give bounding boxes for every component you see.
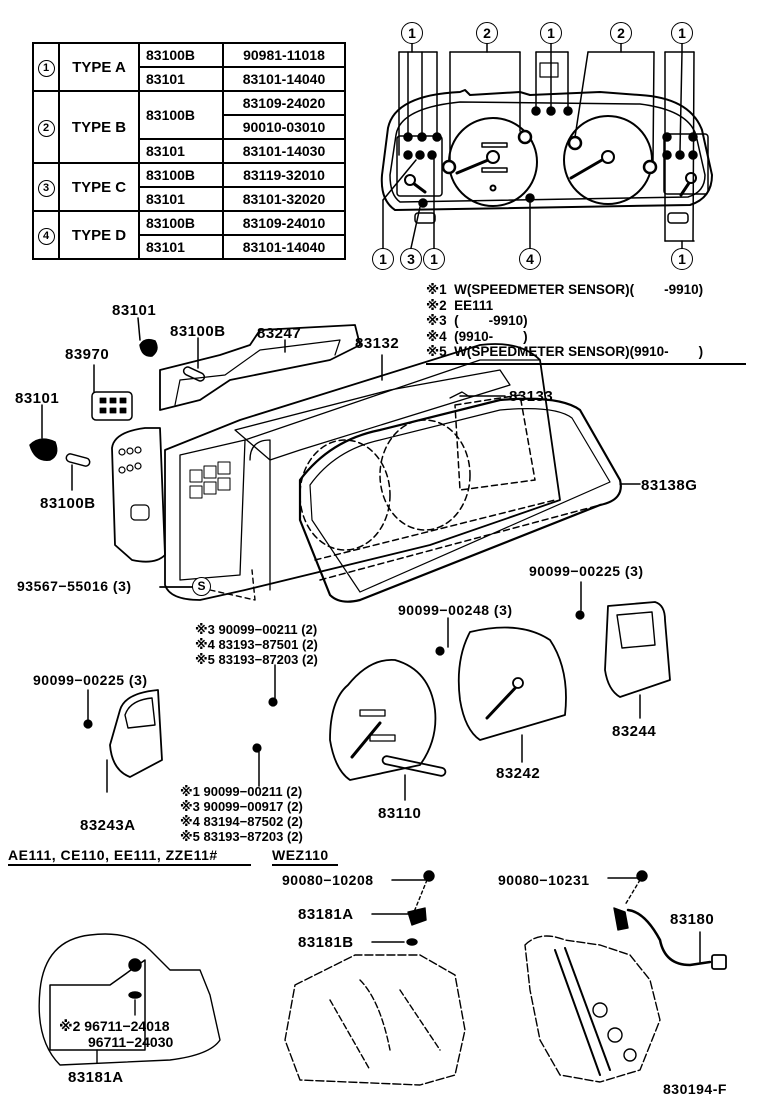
footnote: ※4 (9910- ) (426, 328, 528, 344)
part-label-83181b: 83181B (298, 934, 354, 951)
part-code: 83101-14040 (222, 66, 346, 92)
footnote: ※2 EE111 (426, 297, 494, 313)
type-number-badge: 2 (37, 119, 55, 137)
callout-bottom-5: 1 (671, 248, 693, 270)
part-label-83132: 83132 (355, 335, 400, 352)
callout-bottom-2: 3 (400, 248, 422, 270)
part-number: 83100B (138, 162, 224, 188)
type-label: TYPE C (58, 162, 140, 212)
table-row: 90010-03010 (33, 114, 346, 140)
part-label-93567-55016: 93567−55016 (3) (17, 578, 132, 594)
screw-note: ※4 83194−87502 (2) (180, 814, 303, 829)
screw-group-upper: ※3 90099−00211 (2) ※4 83193−87501 (2) ※5… (195, 623, 318, 666)
model-heading-group-b: WEZ110 (272, 848, 338, 866)
screw-note: ※4 83193−87501 (2) (195, 637, 318, 652)
part-number: 83101 (138, 186, 224, 212)
part-label-83243a: 83243A (80, 817, 136, 834)
part-label-83242: 83242 (496, 765, 541, 782)
part-label-83100b-top: 83100B (170, 323, 226, 340)
part-label-83101-top: 83101 (112, 302, 157, 319)
type-number-badge: 4 (37, 227, 55, 245)
callout-top-2: 2 (476, 22, 498, 44)
screw-s-symbol: S (192, 577, 211, 596)
part-label-83180: 83180 (670, 911, 715, 928)
table-row: 83101 83101-14030 (33, 138, 346, 164)
part-code: 90010-03010 (222, 114, 346, 140)
part-code: 83109-24010 (222, 210, 346, 236)
part-label-83138g: 83138G (641, 477, 698, 494)
part-number: 83101 (138, 138, 224, 164)
type-label: TYPE D (58, 210, 140, 260)
part-number: 83101 (138, 234, 224, 260)
part-label-90080-10231: 90080−10231 (498, 872, 590, 888)
footnotes: ※1 W(SPEEDMETER SENSOR)( -9910) ※2 EE111… (426, 282, 746, 365)
table-row: 83101 83101-14040 (33, 234, 346, 260)
part-code: 90981-11018 (222, 42, 346, 68)
gear-note-2: 96711−24030 (88, 1034, 174, 1050)
table-row: 83101 83101-32020 (33, 186, 346, 212)
part-code: 83119-32010 (222, 162, 346, 188)
type-number-badge: 1 (37, 59, 55, 77)
part-label-90080-10208: 90080−10208 (282, 872, 374, 888)
table-row: 1 TYPE A 83100B 90981-11018 (32, 42, 346, 92)
type-table: 1 TYPE A 83100B 90981-11018 83101 83101-… (32, 42, 346, 260)
part-label-83244: 83244 (612, 723, 657, 740)
part-label-83133: 83133 (509, 388, 554, 405)
screw-note: ※1 90099−00211 (2) (180, 784, 303, 799)
screw-note: ※3 90099−00211 (2) (195, 622, 318, 637)
screw-group-lower: ※1 90099−00211 (2) ※3 90099−00917 (2) ※4… (180, 785, 303, 843)
part-label-83101-left: 83101 (15, 390, 60, 407)
footnote: ※5 W(SPEEDMETER SENSOR)(9910- ) (426, 344, 704, 359)
exploded-cluster-drawing (29, 317, 641, 603)
table-row: 3 TYPE C 83100B 83119-32010 (32, 162, 346, 212)
cluster-face-drawing (380, 41, 713, 249)
model-heading-group-a: AE111, CE110, EE111, ZZE11# (8, 848, 251, 866)
table-row: 4 TYPE D 83100B 83109-24010 (32, 210, 346, 260)
type-label: TYPE B (58, 90, 140, 164)
callout-top-3: 1 (540, 22, 562, 44)
part-label-83181a-bottom: 83181A (68, 1069, 124, 1086)
type-label: TYPE A (58, 42, 140, 92)
part-number: 83101 (138, 66, 224, 92)
screw-note: ※5 83193−87203 (2) (195, 652, 318, 667)
transmission-drawings (38, 870, 727, 1086)
part-code: 83101-14030 (222, 138, 346, 164)
part-label-90099-00248: 90099−00248 (3) (398, 602, 513, 618)
footnote: ※3 ( -9910) (426, 313, 528, 328)
part-label-90099-00225-left: 90099−00225 (3) (33, 672, 148, 688)
type-number-badge: 3 (37, 179, 55, 197)
part-number: 83100B (138, 210, 224, 236)
screw-note: ※5 83193−87203 (2) (180, 829, 303, 844)
table-row: 83101 83101-14040 (33, 66, 346, 92)
figure-id: 830194-F (663, 1081, 727, 1097)
part-label-83100b-left: 83100B (40, 495, 96, 512)
part-code: 83101-32020 (222, 186, 346, 212)
table-row: 2 TYPE B 83100B 83109-24020 (32, 90, 346, 164)
gear-note-1: ※2 96711−24018 (59, 1018, 170, 1034)
screw-note: ※3 90099−00917 (2) (180, 799, 303, 814)
part-label-83110: 83110 (378, 805, 422, 822)
part-code: 83101-14040 (222, 234, 346, 260)
part-code: 83109-24020 (222, 90, 346, 116)
callout-bottom-1: 1 (372, 248, 394, 270)
callout-bottom-4: 4 (519, 248, 541, 270)
callout-top-4: 2 (610, 22, 632, 44)
part-number: 83100B (138, 42, 224, 68)
callout-bottom-3: 1 (423, 248, 445, 270)
meters-drawing (83, 581, 671, 801)
callout-top-5: 1 (671, 22, 693, 44)
part-label-90099-00225-right: 90099−00225 (3) (529, 563, 644, 579)
part-label-83247: 83247 (257, 325, 302, 342)
part-label-83970: 83970 (65, 346, 110, 363)
footnote: ※1 W(SPEEDMETER SENSOR)( -9910) (426, 282, 704, 297)
part-label-83181a-mid: 83181A (298, 906, 354, 923)
callout-top-1: 1 (401, 22, 423, 44)
part-number: 83100B (138, 90, 224, 140)
